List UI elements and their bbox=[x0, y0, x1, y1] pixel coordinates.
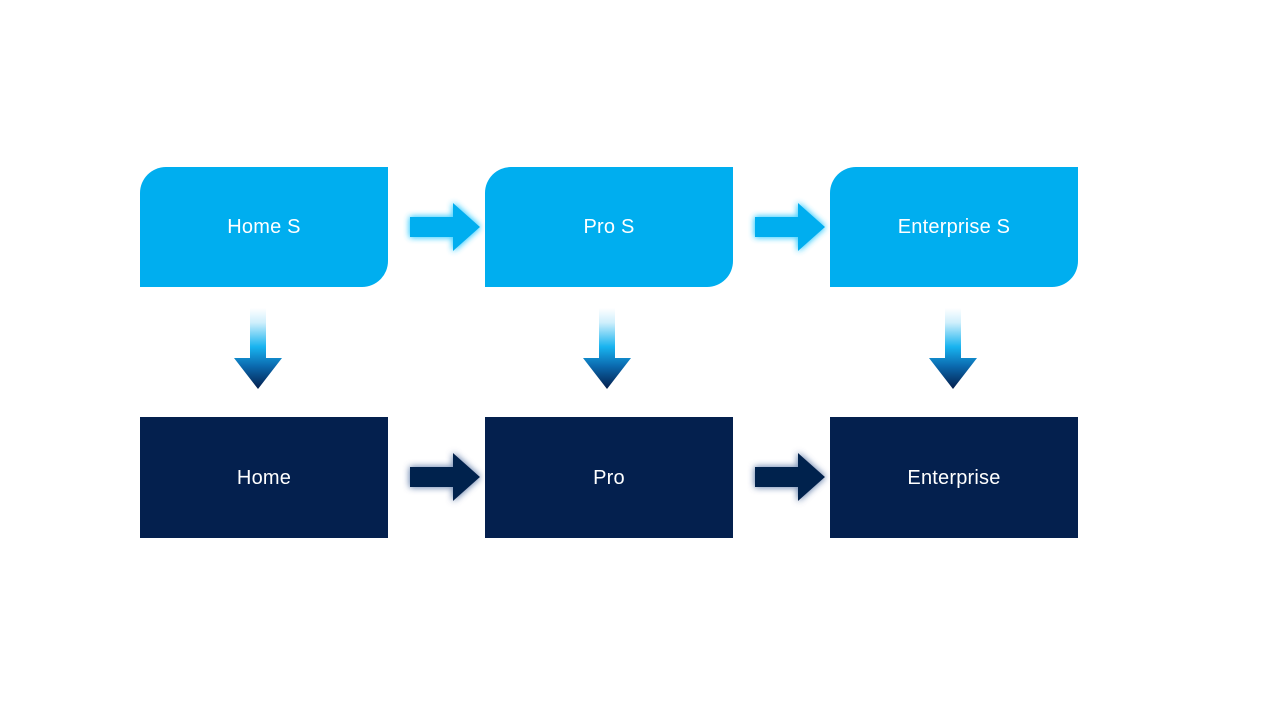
arrow-right-icon-pro-to-enterprise bbox=[753, 450, 827, 504]
node-pro[interactable]: Pro bbox=[485, 417, 733, 538]
node-label: Home S bbox=[227, 216, 301, 238]
node-label: Home bbox=[236, 466, 292, 489]
node-enterprise[interactable]: Enterprise bbox=[830, 417, 1078, 538]
node-home-s[interactable]: Home S bbox=[140, 167, 388, 287]
arrow-right-icon-home-to-pro bbox=[408, 450, 482, 504]
arrow-right-icon-home-s-to-pro-s bbox=[408, 200, 482, 254]
node-label: Pro S bbox=[583, 216, 635, 238]
node-label: Enterprise bbox=[907, 466, 1001, 489]
arrow-down-icon-enterprise-s-to-enterprise bbox=[927, 308, 979, 390]
arrow-down-icon-home-s-to-home bbox=[232, 308, 284, 390]
node-pro-s[interactable]: Pro S bbox=[485, 167, 733, 287]
node-home[interactable]: Home bbox=[140, 417, 388, 538]
arrow-down-icon-pro-s-to-pro bbox=[581, 308, 633, 390]
node-label: Enterprise S bbox=[897, 216, 1011, 238]
node-label: Pro bbox=[593, 466, 625, 489]
node-enterprise-s[interactable]: Enterprise S bbox=[830, 167, 1078, 287]
arrow-right-icon-pro-s-to-enterprise-s bbox=[753, 200, 827, 254]
